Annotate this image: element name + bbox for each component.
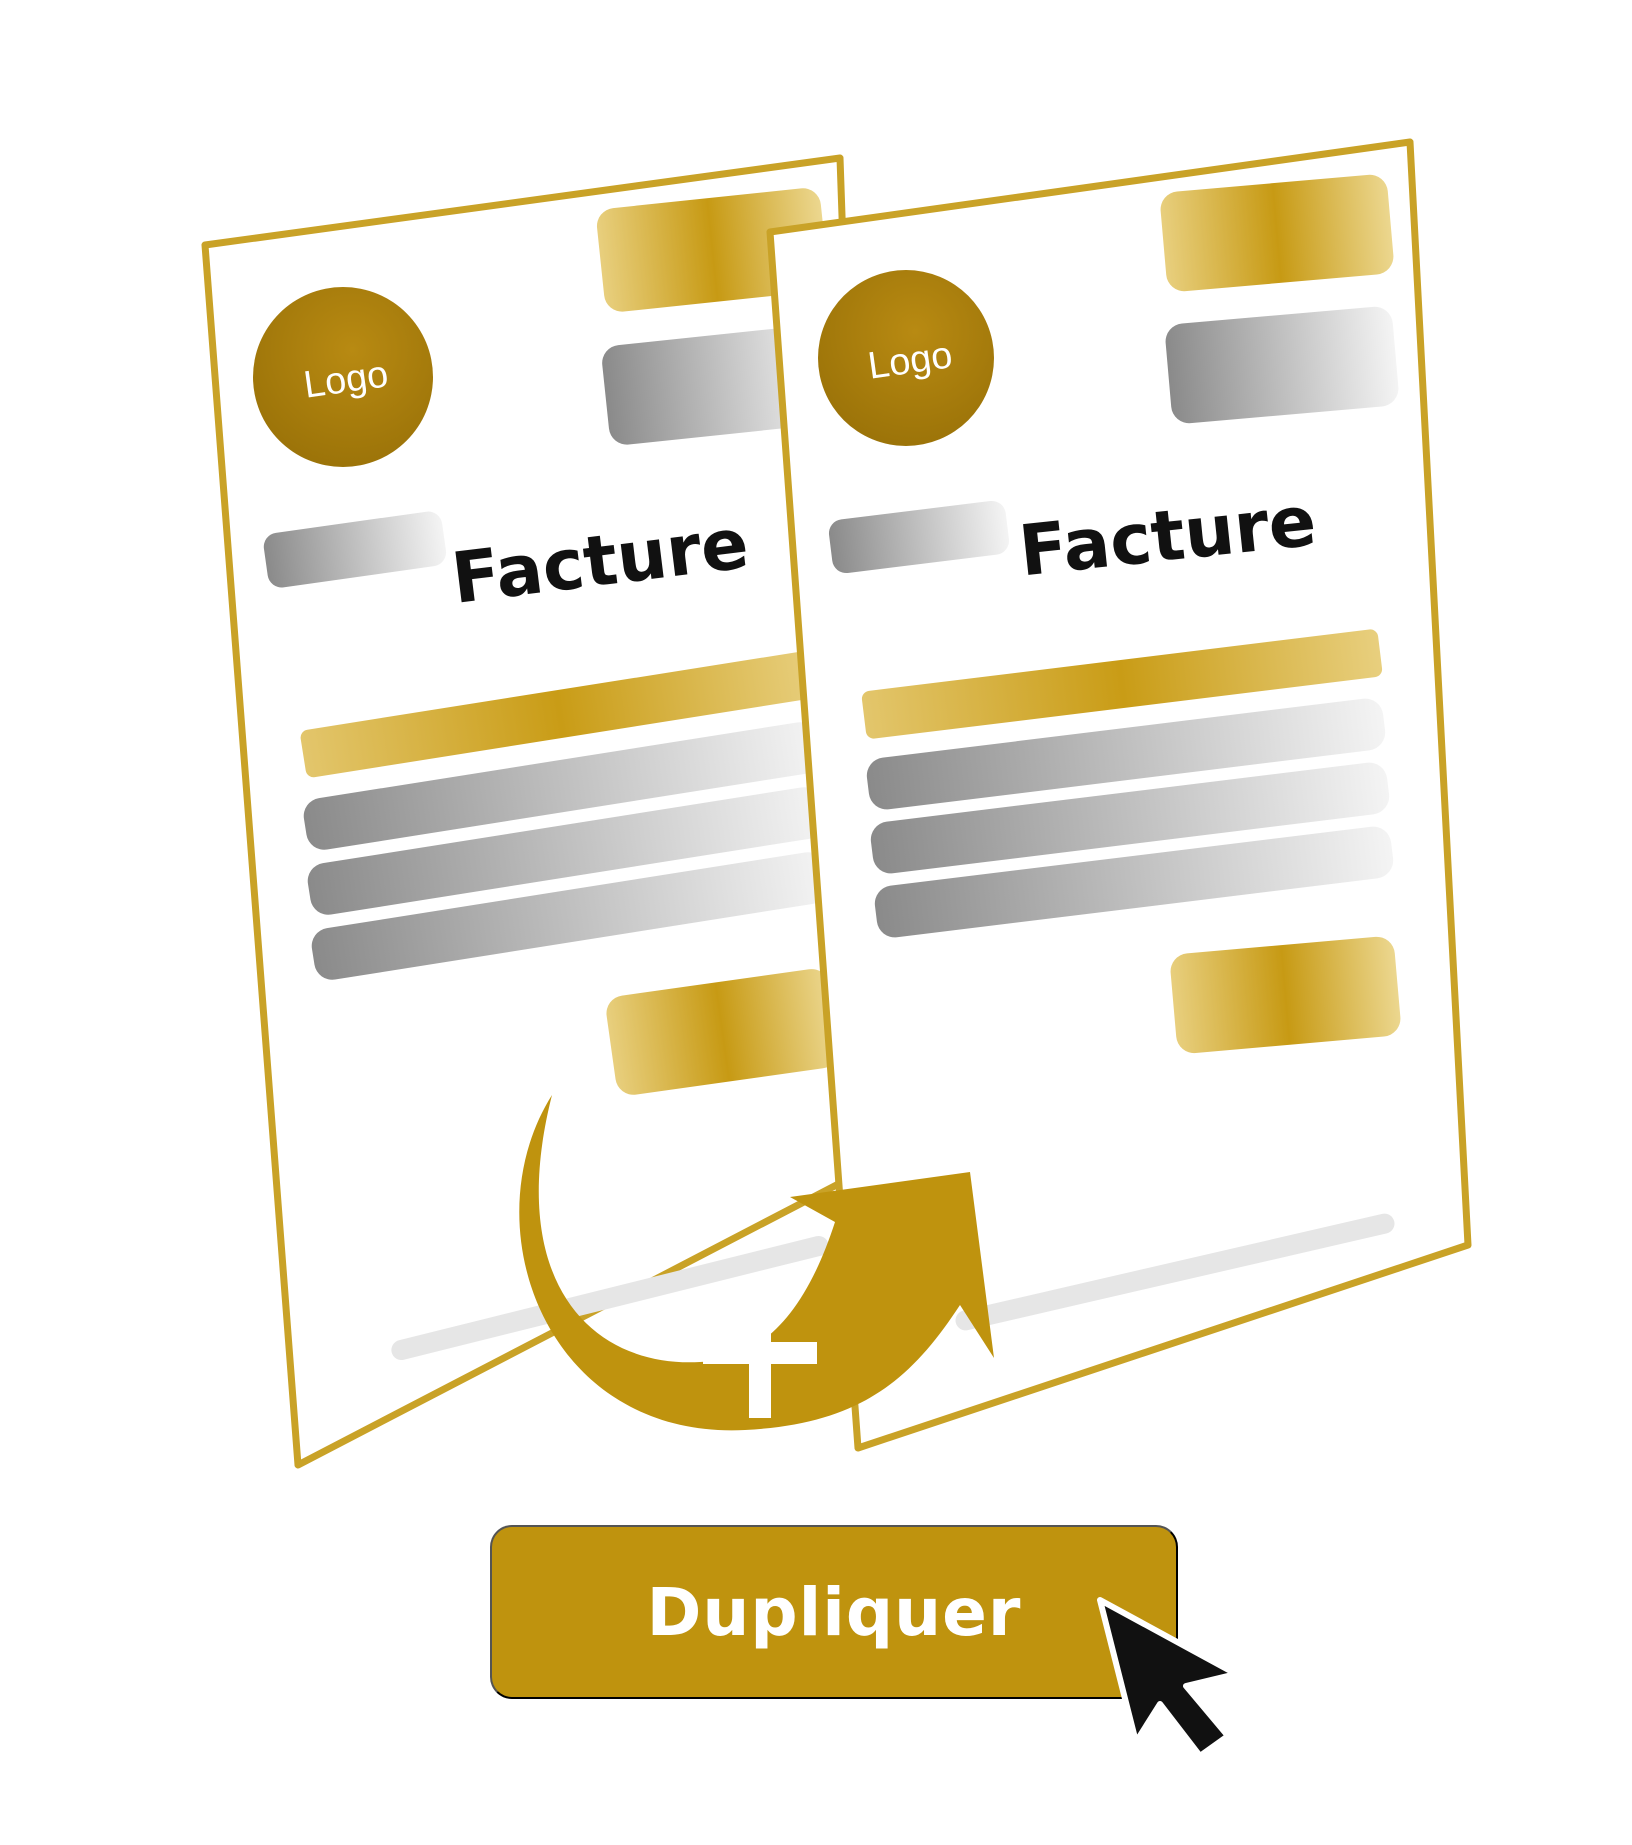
invoice-front-table-row [866,698,1386,810]
invoice-front-logo [818,270,994,446]
curved-arrow-plus-icon [519,1095,994,1431]
invoice-front-address-bar [828,500,1010,574]
invoice-front-table-row [870,762,1390,874]
invoice-back-header-gray-bar [602,325,833,445]
invoice-back-address-bar [263,511,447,588]
invoice-front-table-row [874,826,1394,938]
invoice-back-table-row [311,852,829,980]
invoice-back: Logo Facture [201,154,879,1469]
invoice-back-footer-line [391,1235,829,1361]
invoice-front-total-bar [1170,936,1401,1054]
duplicate-button-label: Dupliquer [646,1573,1022,1651]
invoice-front: Logo Facture [766,138,1472,1452]
invoice-front-table-header [861,629,1383,739]
plus-icon-horizontal [703,1342,817,1364]
curved-arrow-icon [519,1095,994,1431]
invoice-back-total-bar [606,969,839,1095]
mouse-cursor-icon [1097,1597,1239,1759]
invoice-front-footer-line [955,1213,1395,1331]
invoice-front-header-gold-bar [1160,174,1394,292]
duplicate-button[interactable]: Dupliquer [490,1525,1178,1699]
invoice-front-header-gray-bar [1165,306,1399,424]
invoice-back-logo [253,287,433,467]
invoice-back-table-header [300,650,820,778]
invoice-back-table-row [303,722,821,850]
invoice-back-table-row [307,787,825,915]
